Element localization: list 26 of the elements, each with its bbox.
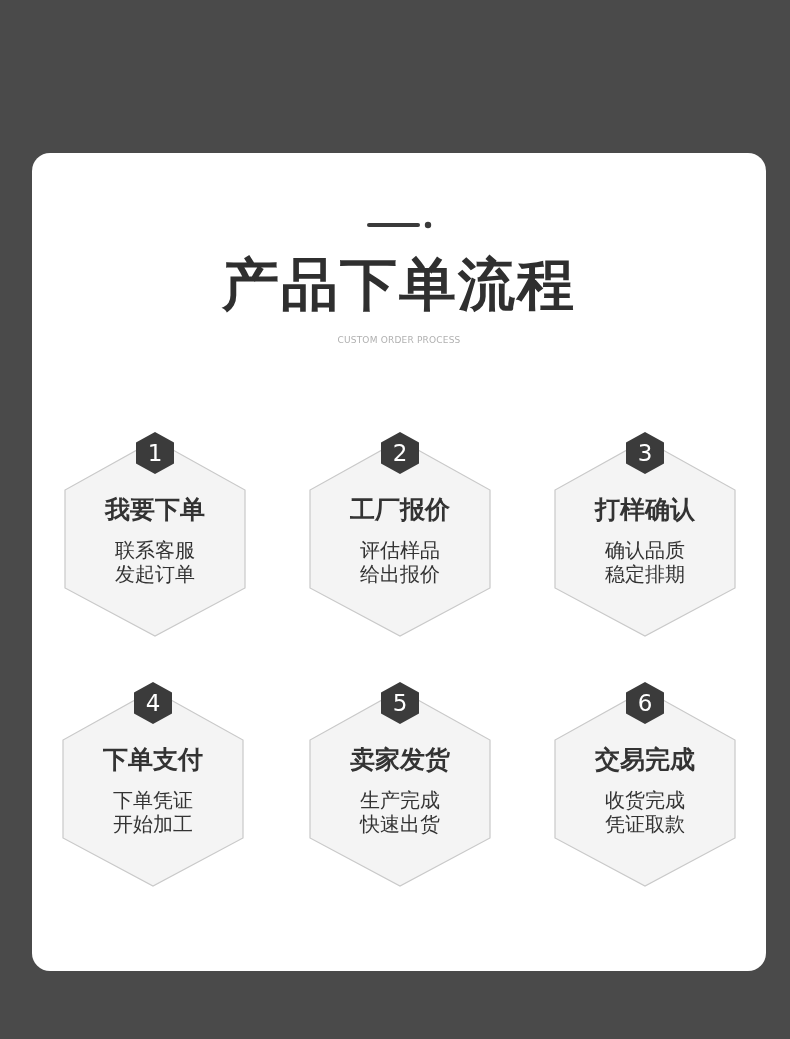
step-description: 生产完成快速出货 xyxy=(359,788,441,836)
step-title: 工厂报价 xyxy=(350,495,450,524)
hexagon-box xyxy=(309,680,491,888)
subtitle: CUSTOM ORDER PROCESS xyxy=(337,335,461,345)
number-badge: 2 xyxy=(380,432,420,474)
step-description: 下单凭证开始加工 xyxy=(112,788,194,836)
hexagon-box xyxy=(64,430,246,638)
number-badge: 5 xyxy=(380,682,420,724)
step-title: 下单支付 xyxy=(103,745,203,774)
step-title: 我要下单 xyxy=(105,495,205,524)
hexagon-box xyxy=(62,680,244,888)
step-description: 联系客服发起订单 xyxy=(114,538,196,586)
hexagon-box xyxy=(554,430,736,638)
number-badge: 1 xyxy=(135,432,175,474)
number-badge: 4 xyxy=(133,682,173,724)
hexagon-box xyxy=(554,680,736,888)
step-title: 卖家发货 xyxy=(350,745,450,774)
step-title: 打样确认 xyxy=(595,495,695,524)
page-title: 产品下单流程 xyxy=(221,250,577,319)
number-badge: 3 xyxy=(625,432,665,474)
step-description: 评估样品给出报价 xyxy=(359,538,441,586)
hexagon-box xyxy=(309,430,491,638)
step-description: 收货完成凭证取款 xyxy=(604,788,686,836)
number-badge: 6 xyxy=(625,682,665,724)
step-description: 确认品质稳定排期 xyxy=(604,538,686,586)
step-title: 交易完成 xyxy=(595,745,695,774)
